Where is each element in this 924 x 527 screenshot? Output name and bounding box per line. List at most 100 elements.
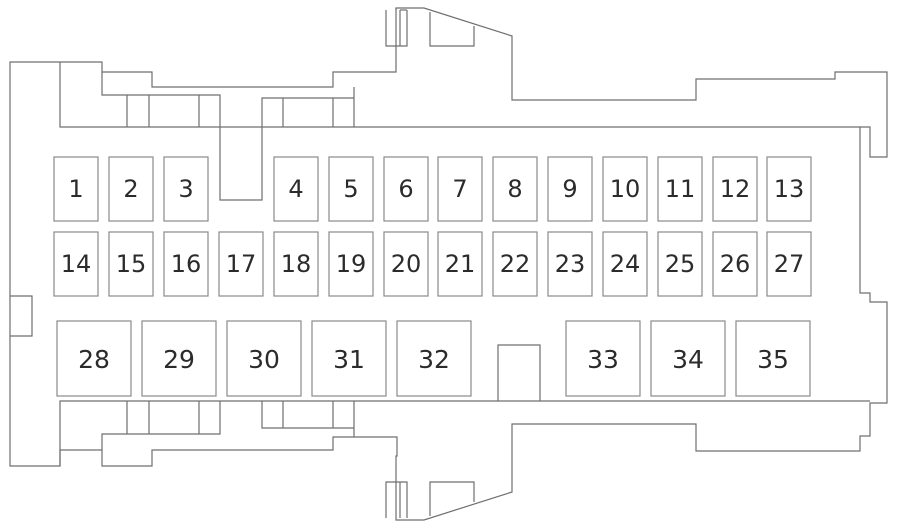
fuse-20: 20 — [383, 231, 429, 297]
fuse-7: 7 — [437, 156, 483, 222]
fuse-number: 27 — [774, 250, 805, 278]
fuse-18: 18 — [273, 231, 319, 297]
fuse-24: 24 — [602, 231, 648, 297]
fuse-slot — [141, 320, 217, 397]
fuse-number: 21 — [445, 250, 476, 278]
fuse-slot — [108, 156, 154, 222]
fuse-number: 13 — [774, 175, 805, 203]
fuse-23: 23 — [547, 231, 593, 297]
fuse-34: 34 — [650, 320, 726, 397]
fuse-slot — [602, 231, 648, 297]
fuse-number: 4 — [288, 175, 303, 203]
fuse-16: 16 — [163, 231, 209, 297]
fuse-27: 27 — [766, 231, 812, 297]
fuse-number: 22 — [500, 250, 531, 278]
fuse-number: 5 — [343, 175, 358, 203]
fuse-row-3: 28 29 30 31 32 33 34 35 — [56, 320, 811, 397]
fuse-22: 22 — [492, 231, 538, 297]
fuse-28: 28 — [56, 320, 132, 397]
fuse-number: 6 — [398, 175, 413, 203]
fuse-slot — [547, 231, 593, 297]
fuse-3: 3 — [163, 156, 209, 222]
fuse-number: 16 — [171, 250, 202, 278]
fuse-33: 33 — [565, 320, 641, 397]
fuse-slot — [56, 320, 132, 397]
fuse-25: 25 — [657, 231, 703, 297]
fuse-slot — [53, 156, 99, 222]
fuse-slot — [712, 156, 758, 222]
fuse-number: 24 — [610, 250, 641, 278]
fuse-12: 12 — [712, 156, 758, 222]
fuse-number: 32 — [418, 345, 450, 374]
fuse-slot — [735, 320, 811, 397]
fuse-slot — [328, 231, 374, 297]
fuse-32: 32 — [396, 320, 472, 397]
fuse-number: 1 — [68, 175, 83, 203]
fuse-slot — [163, 156, 209, 222]
fuse-number: 26 — [720, 250, 751, 278]
fuse-5: 5 — [328, 156, 374, 222]
fuse-19: 19 — [328, 231, 374, 297]
fuse-number: 12 — [720, 175, 751, 203]
fuse-17: 17 — [218, 231, 264, 297]
fuse-number: 20 — [391, 250, 422, 278]
fuse-21: 21 — [437, 231, 483, 297]
fuse-number: 2 — [123, 175, 138, 203]
fuse-number: 15 — [116, 250, 147, 278]
fuse-slot — [383, 231, 429, 297]
fuse-slot — [712, 231, 758, 297]
fuse-slot — [226, 320, 302, 397]
fuse-13: 13 — [766, 156, 812, 222]
fuse-slot — [492, 156, 538, 222]
fuse-number: 33 — [587, 345, 619, 374]
fuse-number: 29 — [163, 345, 195, 374]
fuse-slot — [311, 320, 387, 397]
fuse-slot — [766, 156, 812, 222]
fuse-slot — [437, 231, 483, 297]
fuse-number: 30 — [248, 345, 280, 374]
fuse-slot — [650, 320, 726, 397]
fuse-slot — [565, 320, 641, 397]
fuse-slot — [273, 231, 319, 297]
housing-outline — [9, 7, 888, 521]
fuse-slot — [547, 156, 593, 222]
fuse-8: 8 — [492, 156, 538, 222]
fuse-slot — [396, 320, 472, 397]
fuse-slot — [602, 156, 648, 222]
fuse-slot — [108, 231, 154, 297]
fuse-slot — [218, 231, 264, 297]
fuse-number: 11 — [665, 175, 696, 203]
fuse-14: 14 — [53, 231, 99, 297]
fuse-slot — [657, 156, 703, 222]
fuse-number: 23 — [555, 250, 586, 278]
fuse-number: 7 — [452, 175, 467, 203]
fuse-slot — [437, 156, 483, 222]
fuse-number: 19 — [336, 250, 367, 278]
fuse-4: 4 — [273, 156, 319, 222]
fuse-number: 9 — [562, 175, 577, 203]
fuse-slot — [657, 231, 703, 297]
fuse-number: 34 — [672, 345, 704, 374]
fuse-slot — [383, 156, 429, 222]
fuse-26: 26 — [712, 231, 758, 297]
fuse-31: 31 — [311, 320, 387, 397]
fuse-slot — [328, 156, 374, 222]
fuse-number: 14 — [61, 250, 92, 278]
fuse-29: 29 — [141, 320, 217, 397]
fuse-slot — [163, 231, 209, 297]
fuse-10: 10 — [602, 156, 648, 222]
fuse-number: 18 — [281, 250, 312, 278]
fuse-number: 3 — [178, 175, 193, 203]
fuse-2: 2 — [108, 156, 154, 222]
fuse-number: 17 — [226, 250, 257, 278]
fuse-number: 35 — [757, 345, 789, 374]
fuse-slot — [273, 156, 319, 222]
fuse-number: 8 — [507, 175, 522, 203]
fuse-1: 1 — [53, 156, 99, 222]
fuse-30: 30 — [226, 320, 302, 397]
fuse-row-2: 14 15 16 17 18 19 20 21 22 23 24 25 26 27 — [53, 231, 812, 297]
fuse-number: 10 — [610, 175, 641, 203]
fuse-slot — [766, 231, 812, 297]
